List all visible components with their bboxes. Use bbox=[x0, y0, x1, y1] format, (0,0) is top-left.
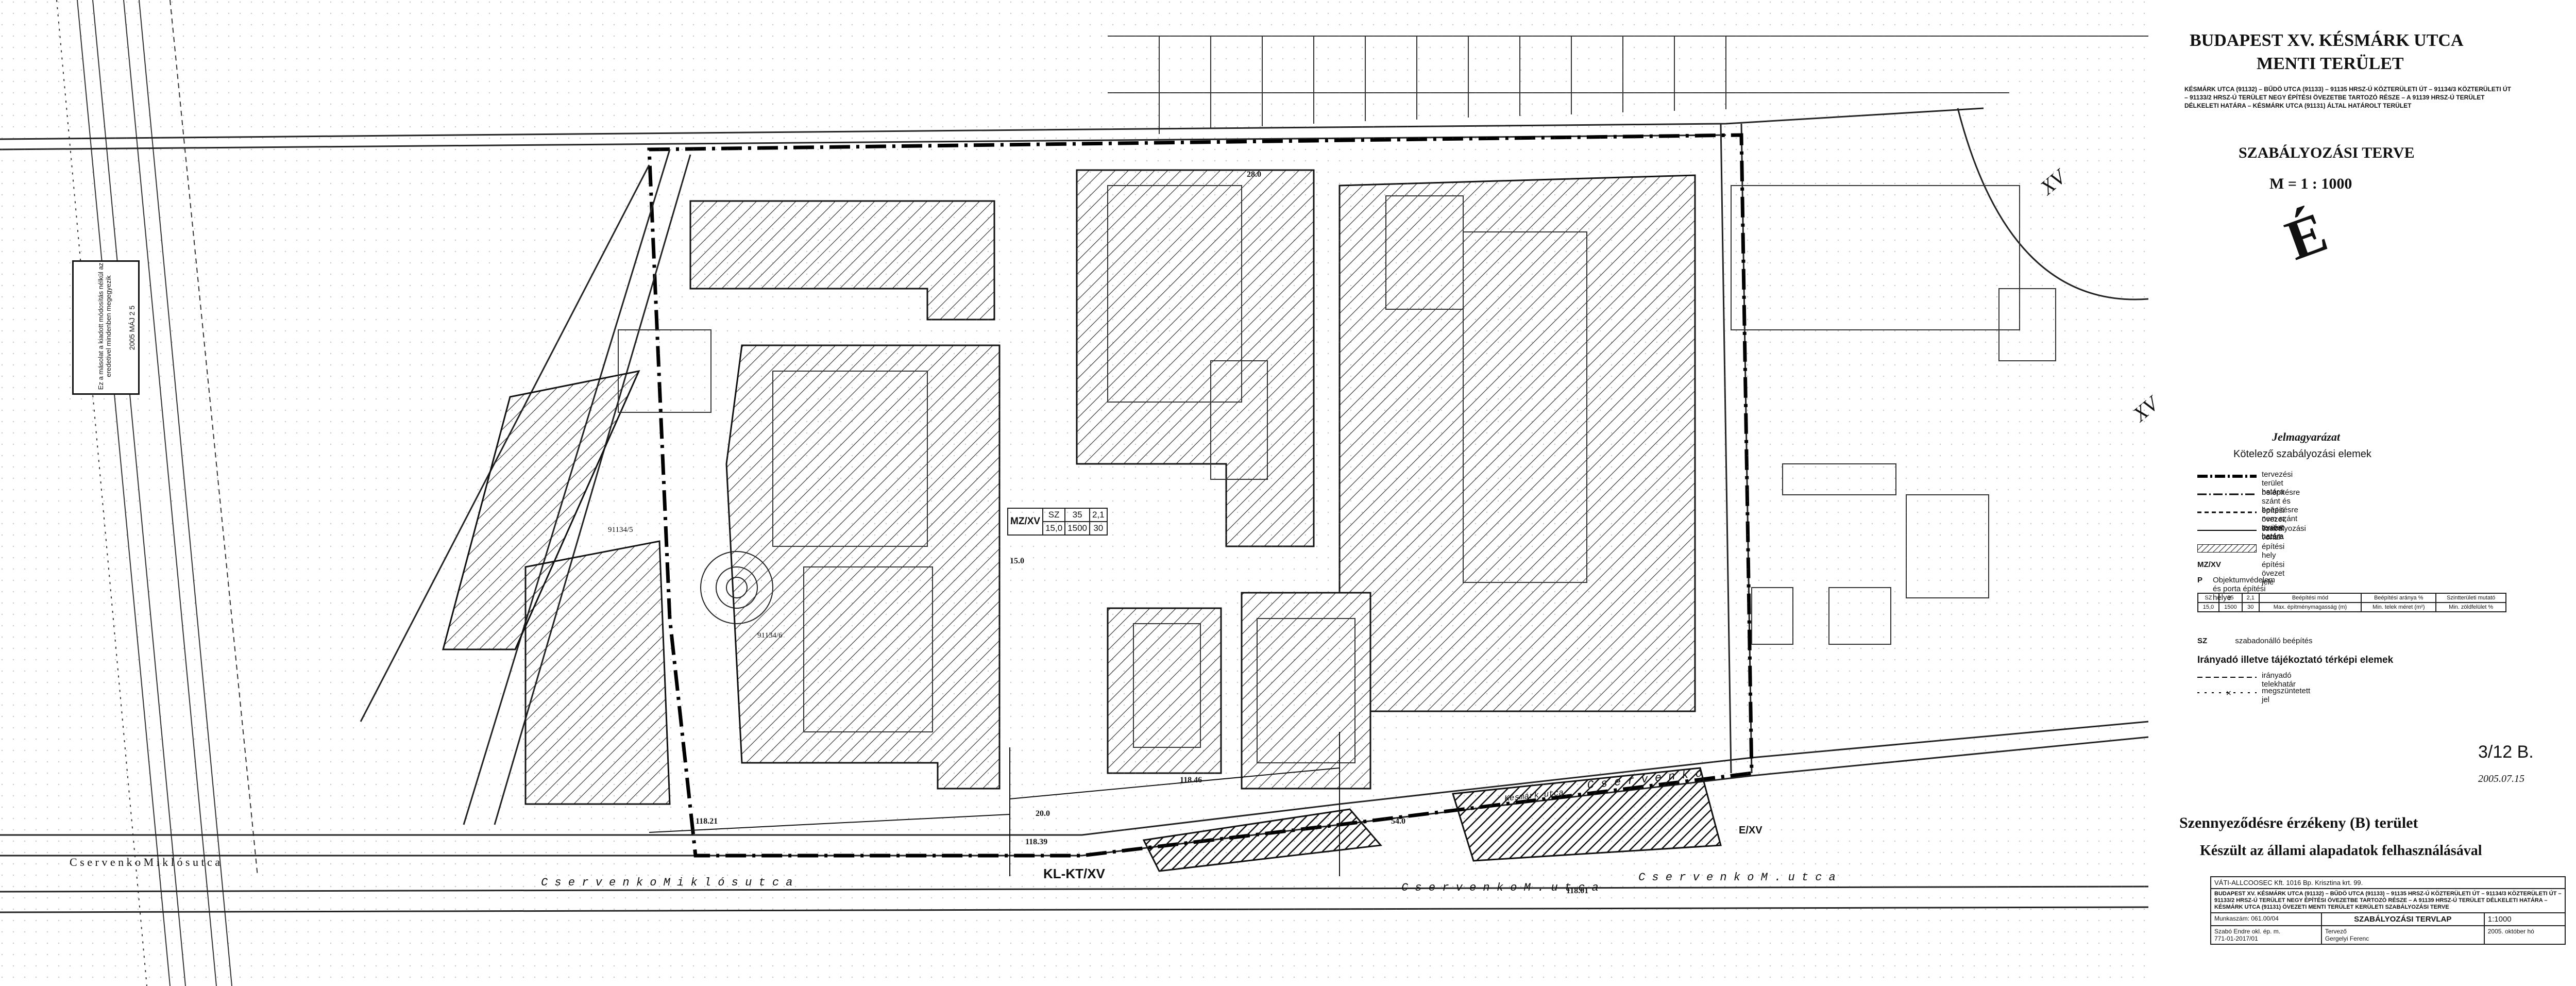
zt-h0: SZ bbox=[2197, 593, 2219, 603]
zone-code: MZ/XV bbox=[1007, 508, 1044, 536]
zt-r2: 30 bbox=[2241, 602, 2260, 612]
zt-h2: 2,1 bbox=[2241, 593, 2260, 603]
tb-company: VÁTI-ALLCOOSEC Kft. 1016 Bp. Krisztina k… bbox=[2210, 876, 2566, 889]
plan-name: SZABÁLYOZÁSI TERVE bbox=[2239, 144, 2415, 161]
title-description: KÉSMÁRK UTCA (91132) – BŰDÖ UTCA (91133)… bbox=[2184, 86, 2511, 109]
zone-label-box: MZ/XV SZ 35 2,1 15,0 1500 30 bbox=[1007, 508, 1108, 536]
zt-r0: 15,0 bbox=[2197, 602, 2219, 612]
zone-cell-3: 2,1 bbox=[1089, 508, 1108, 522]
legend-label-boundary: tervezési terület határa bbox=[2262, 470, 2293, 496]
map-label-street-4: C s e r v e n k o M . u t c a bbox=[1638, 871, 1836, 884]
tb-engineer: Szabó Endre okl. ép. m. 771-01-2017/01 bbox=[2210, 925, 2322, 945]
dimension-label-1: 118.21 bbox=[696, 817, 718, 826]
basemap-note: Készült az állami alapadatok felhasználá… bbox=[2200, 843, 2482, 859]
dimension-label-4: 54.0 bbox=[1391, 817, 1405, 826]
legend-label-hatch: építési hely bbox=[2262, 542, 2285, 560]
tb-date: 2005. október hó bbox=[2483, 925, 2566, 945]
stamp-text: Ez a másolat a kiadott módosítás nélkül … bbox=[97, 262, 112, 390]
zone-label-e: E/XV bbox=[1739, 825, 1762, 836]
map-label-street-3: C s e r v e n k o M . u t c a bbox=[1401, 881, 1599, 894]
tb-drawing: SZABÁLYOZÁSI TERVLAP bbox=[2320, 912, 2485, 926]
tb-designer: Tervező Gergelyi Ferenc bbox=[2320, 925, 2485, 945]
dimension-label-6: 15.0 bbox=[1010, 557, 1024, 565]
legend-label-zone-code: építési övezet jele bbox=[2262, 560, 2285, 587]
stamp-date: 2005 MÁJ 2 5 bbox=[128, 305, 137, 350]
dimension-label-3: 118.46 bbox=[1180, 776, 1202, 784]
legend-sz-note: SZ szabadonálló beépítés bbox=[2197, 637, 2312, 645]
regulation-plan-map bbox=[0, 0, 2148, 986]
legend-guide-heading: Irányadó illetve tájékoztató térképi ele… bbox=[2197, 655, 2394, 665]
legend-label-dashdot: belépítésre szánt és beépítésre nem szán… bbox=[2262, 488, 2300, 541]
legend-label-thin: szabályozási vonal bbox=[2262, 524, 2306, 542]
legend-sz-code: SZ bbox=[2197, 637, 2208, 645]
zone-label-kl-kt: KL-KT/XV bbox=[1043, 866, 1105, 881]
zone-cell-6: 30 bbox=[1089, 521, 1108, 536]
zt-h1: 35 bbox=[2218, 593, 2243, 603]
legend-zone-code: MZ/XV bbox=[2197, 560, 2221, 569]
certification-stamp: Ez a másolat a kiadott módosítás nélkül … bbox=[72, 260, 140, 395]
title-block: VÁTI-ALLCOOSEC Kft. 1016 Bp. Krisztina k… bbox=[2210, 876, 2566, 945]
sheet-date: 2005.07.15 bbox=[2478, 773, 2524, 784]
legend-label-dashed: építési övezet, övezet határa bbox=[2262, 506, 2287, 541]
dimension-label-8: 118.01 bbox=[1566, 887, 1589, 895]
zt-r5: Min. zöldfelület % bbox=[2435, 602, 2506, 612]
dimension-label-7: 28.0 bbox=[1247, 170, 1261, 179]
tb-scale: 1:1000 bbox=[2483, 912, 2566, 926]
dimension-label-2: 118.39 bbox=[1025, 838, 1048, 846]
legend-zone-table: SZ 35 2,1 Beépítési mód Beépítési aránya… bbox=[2197, 593, 2506, 612]
zt-h5: Szintterületi mutató bbox=[2435, 593, 2506, 603]
zone-cell-5: 1500 bbox=[1064, 521, 1090, 536]
zone-cell-1: SZ bbox=[1042, 508, 1066, 522]
legend-mandatory-heading: Kötelező szabályozási elemek bbox=[2233, 448, 2371, 460]
dimension-lines bbox=[649, 732, 1340, 876]
sensitive-area-note: Szennyeződésre érzékeny (B) terület bbox=[2179, 814, 2418, 831]
tb-engineer-name: Szabó Endre okl. ép. m. bbox=[2214, 928, 2281, 935]
sheet-number: 3/12 B. bbox=[2478, 742, 2534, 762]
map-label-street-2: C s e r v e n k o M i k l ó s u t c a bbox=[541, 876, 793, 889]
map-label-street-1: C s e r v e n k o M i k l ó s u t c a bbox=[70, 856, 221, 868]
zt-r1: 1500 bbox=[2218, 602, 2243, 612]
zt-h4: Beépítési aránya % bbox=[2361, 593, 2437, 603]
survey-point-pattern bbox=[0, 0, 2148, 986]
zone-cell-2: 35 bbox=[1064, 508, 1090, 522]
svg-text:×: × bbox=[2226, 689, 2232, 697]
title-line-2: MENTI TERÜLET bbox=[2257, 54, 2404, 73]
zt-h3: Beépítési mód bbox=[2258, 593, 2362, 603]
dimension-label-5: 20.0 bbox=[1036, 809, 1050, 818]
zt-r3: Max. építménymagasság (m) bbox=[2258, 602, 2362, 612]
zt-r4: Min. telek méret (m²) bbox=[2361, 602, 2437, 612]
plan-scale: M = 1 : 1000 bbox=[2269, 175, 2352, 192]
tb-project: BUDAPEST XV. KÉSMÁRK UTCA (91132) – BŰDÖ… bbox=[2210, 888, 2566, 913]
legend-guide-label-2: megszüntetett jel bbox=[2262, 687, 2311, 704]
title-line-1: BUDAPEST XV. KÉSMÁRK UTCA bbox=[2190, 31, 2464, 50]
legend-sheet: BUDAPEST XV. KÉSMÁRK UTCA MENTI TERÜLET … bbox=[2148, 0, 2576, 986]
tb-designer-name: Gergelyi Ferenc bbox=[2325, 935, 2369, 942]
tb-designer-label: Tervező bbox=[2325, 928, 2347, 935]
legend-porta-code: P bbox=[2197, 576, 2203, 584]
tb-sheet-no: Munkaszám: 061.00/04 bbox=[2210, 912, 2322, 926]
legend-sz-text: szabadonálló beépítés bbox=[2235, 637, 2313, 645]
tb-engineer-no: 771-01-2017/01 bbox=[2214, 935, 2258, 942]
legend-heading: Jelmagyarázat bbox=[2272, 430, 2340, 443]
north-arrow-icon: É bbox=[2278, 200, 2335, 272]
legend-guide-label-1: irányadó telekhatár bbox=[2262, 671, 2296, 689]
parcel-label-1: 91134/5 bbox=[608, 526, 633, 534]
parcel-label-2: 91134/6 bbox=[757, 631, 783, 640]
zone-cell-4: 15,0 bbox=[1042, 521, 1066, 536]
